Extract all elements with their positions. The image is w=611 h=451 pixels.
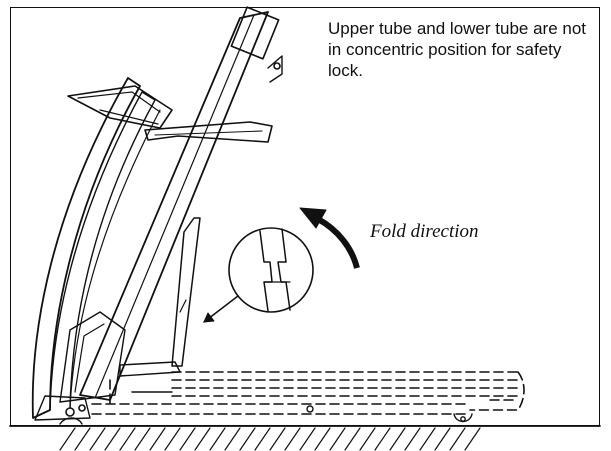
console bbox=[67, 85, 273, 143]
deck-solid-parts bbox=[119, 361, 473, 423]
fold-direction-arrow bbox=[299, 207, 360, 269]
safety-lock-detail bbox=[203, 227, 314, 323]
floor bbox=[9, 425, 601, 451]
folded-deck bbox=[31, 77, 161, 425]
gas-strut bbox=[171, 217, 201, 367]
safety-lock-note: Upper tube and lower tube are not in con… bbox=[328, 19, 587, 80]
deck-dashed-outline bbox=[91, 371, 525, 415]
upright-column bbox=[79, 6, 283, 401]
fold-direction-label: Fold direction bbox=[370, 221, 479, 242]
figure-frame bbox=[10, 7, 600, 426]
